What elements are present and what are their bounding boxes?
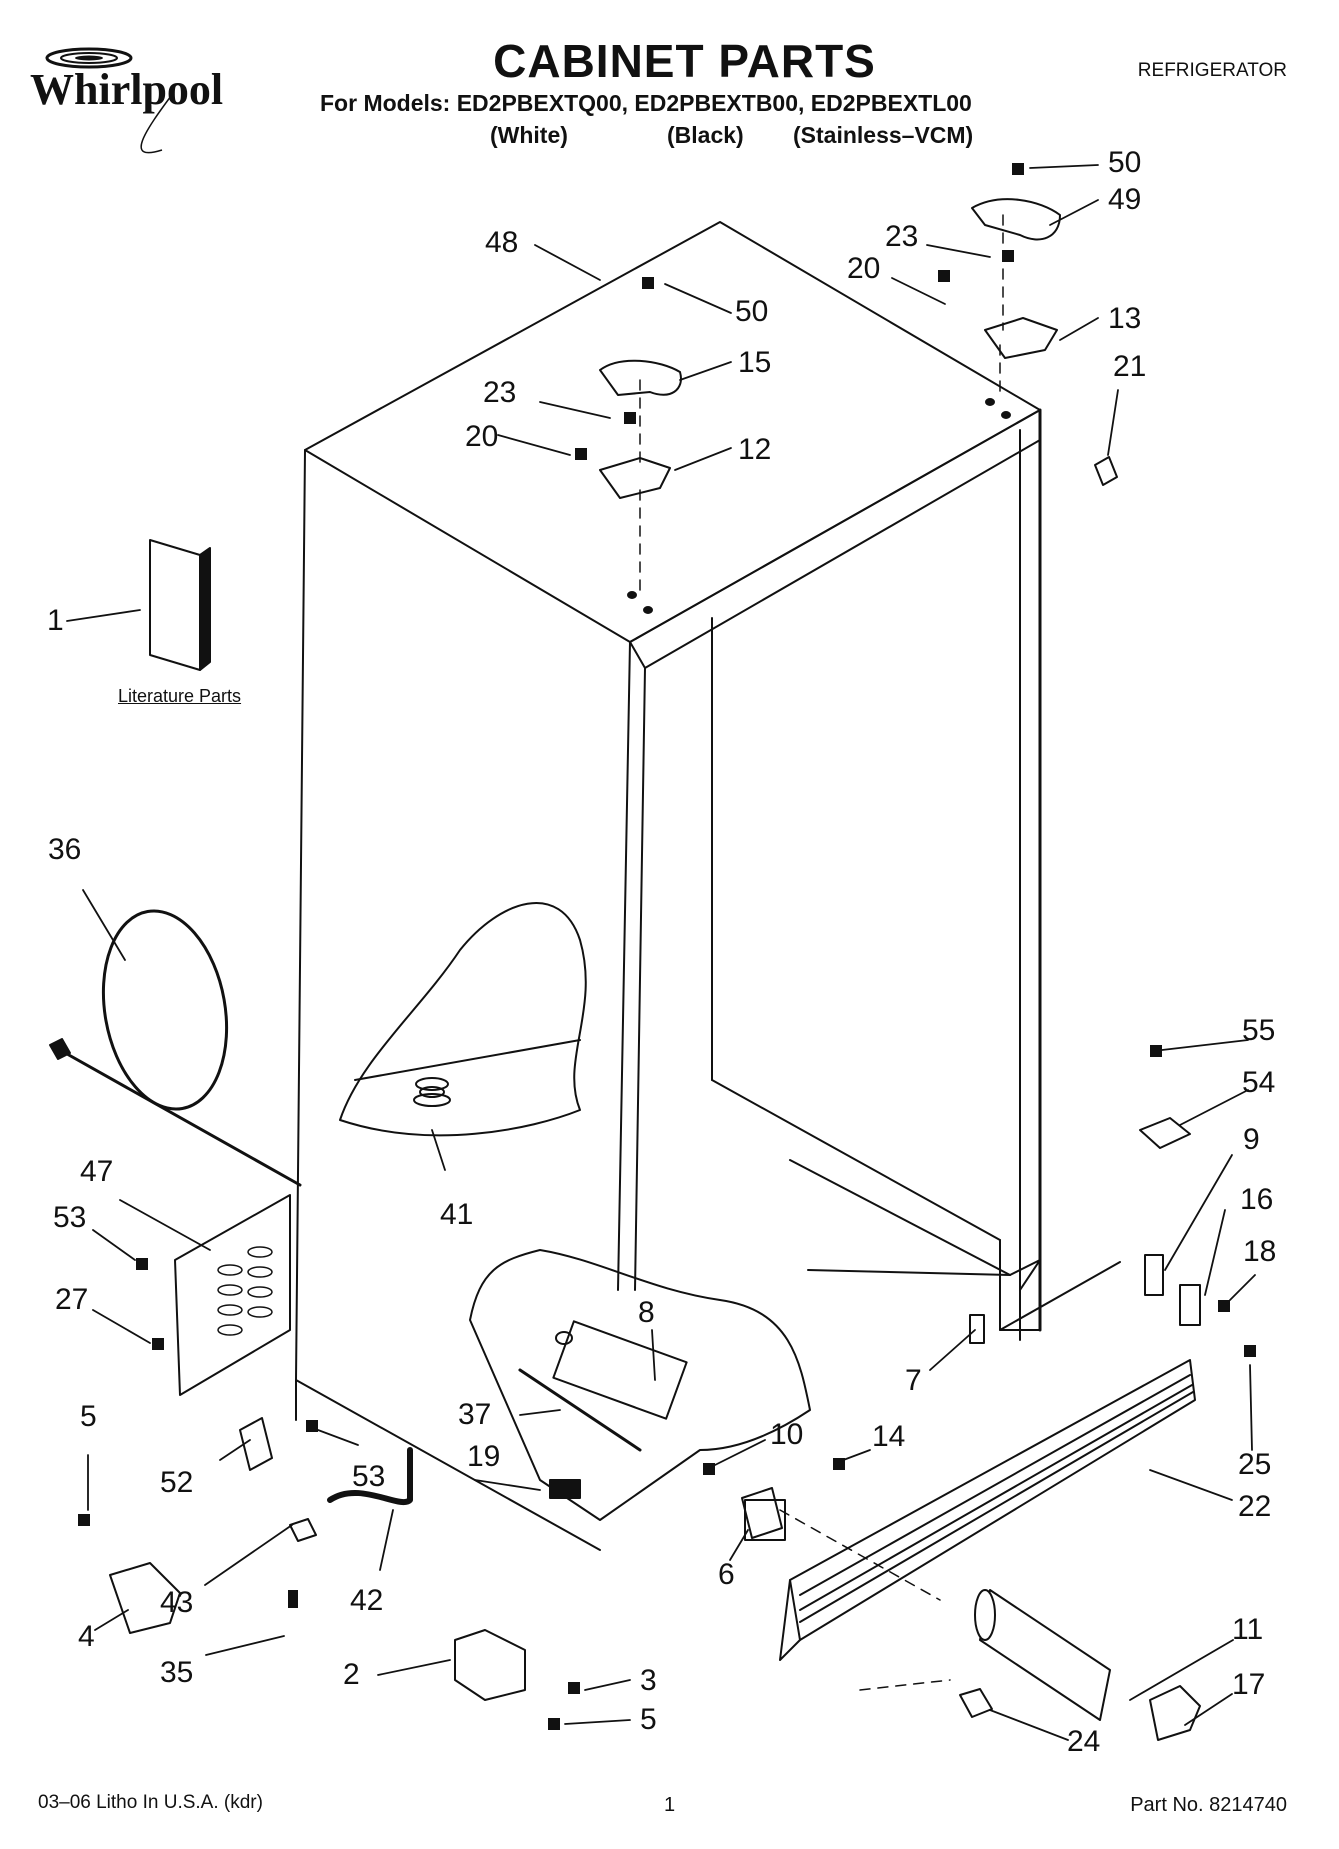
stop-54 [1139,1117,1191,1149]
callout-4: 4 [78,1620,95,1653]
filter-cap [1149,1685,1201,1741]
callout-20b: 20 [465,420,499,453]
cutaway-view-lower [469,1249,811,1521]
page-title: CABINET PARTS [493,35,876,87]
callout-52: 52 [160,1466,194,1499]
callout-49: 49 [1108,183,1142,216]
callout-24: 24 [1067,1725,1101,1758]
svg-text:Whirlpool: Whirlpool [30,65,223,114]
hinge-cover-49 [971,198,1061,241]
cutaway-view-upper [339,902,587,1137]
filter-bracket [744,1499,786,1541]
variant-stainless: (Stainless–VCM) [793,122,974,148]
product-type: REFRIGERATOR [1137,60,1287,81]
callout-53a: 53 [53,1201,87,1234]
callout-19: 19 [467,1440,501,1473]
callout-54: 54 [1242,1066,1276,1099]
callout-41: 41 [440,1198,474,1231]
plate-52 [239,1417,273,1471]
literature-parts-label: Literature Parts [118,686,242,706]
leveler-leg-4 [109,1562,181,1634]
bracket-7 [969,1314,985,1344]
callout-1: 1 [47,604,64,637]
callout-5a: 5 [80,1400,97,1433]
callout-7: 7 [905,1364,922,1397]
callout-9: 9 [1243,1123,1260,1156]
callout-16: 16 [1240,1183,1274,1216]
variant-black: (Black) [667,122,744,148]
callout-17: 17 [1232,1668,1266,1701]
hinge-12 [599,457,671,499]
callout-12: 12 [738,433,772,466]
hose-42 [327,1447,413,1506]
refrigerator-cabinet [295,221,1121,1551]
callout-8: 8 [638,1296,655,1329]
whirlpool-logo: Whirlpool [30,47,223,154]
hinge-16 [1179,1284,1201,1326]
hinge-13 [984,317,1058,359]
callout-22: 22 [1238,1490,1272,1523]
callout-6: 6 [718,1558,735,1591]
callout-23a: 23 [885,220,919,253]
hinge-cover-15 [599,359,682,396]
roller-hinge [1144,1254,1164,1296]
callout-10: 10 [770,1418,804,1451]
callout-47: 47 [80,1155,114,1188]
foot-24 [959,1688,993,1718]
callout-20a: 20 [847,252,881,285]
callout-37: 37 [458,1398,492,1431]
callout-23b: 23 [483,376,517,409]
variant-white: (White) [490,122,568,148]
callout-43: 43 [160,1586,194,1619]
callout-27: 27 [55,1283,89,1316]
callout-14: 14 [872,1420,906,1453]
callout-15: 15 [738,346,772,379]
callout-11: 11 [1232,1613,1264,1646]
callout-55: 55 [1242,1014,1276,1047]
callout-5b: 5 [640,1703,657,1736]
footer-part-number: Part No. 8214740 [1130,1794,1287,1816]
callout-21: 21 [1113,350,1147,383]
callout-42: 42 [350,1584,384,1617]
rail-bracket-6 [741,1487,783,1539]
water-line-coil [49,909,302,1187]
callout-53b: 53 [352,1460,386,1493]
water-filter [974,1589,1111,1721]
callout-2: 2 [343,1658,360,1691]
callout-13: 13 [1108,302,1142,335]
callout-36: 36 [48,833,82,866]
rear-access-panel [174,1194,291,1396]
callout-3: 3 [640,1664,657,1697]
door-stop-21 [1094,456,1118,486]
callout-35: 35 [160,1656,194,1689]
literature-book [149,539,211,671]
callout-48: 48 [485,226,519,259]
roller-assembly-2 [454,1629,526,1701]
model-list: For Models: ED2PBEXTQ00, ED2PBEXTB00, ED… [320,90,972,116]
clamp-43 [289,1518,317,1542]
footer-litho: 03–06 Litho In U.S.A. (kdr) [38,1792,263,1813]
callout-50b: 50 [735,295,769,328]
footer-page-number: 1 [664,1794,676,1816]
callout-50a: 50 [1108,146,1142,179]
callout-25: 25 [1238,1448,1272,1481]
callout-18: 18 [1243,1235,1277,1268]
